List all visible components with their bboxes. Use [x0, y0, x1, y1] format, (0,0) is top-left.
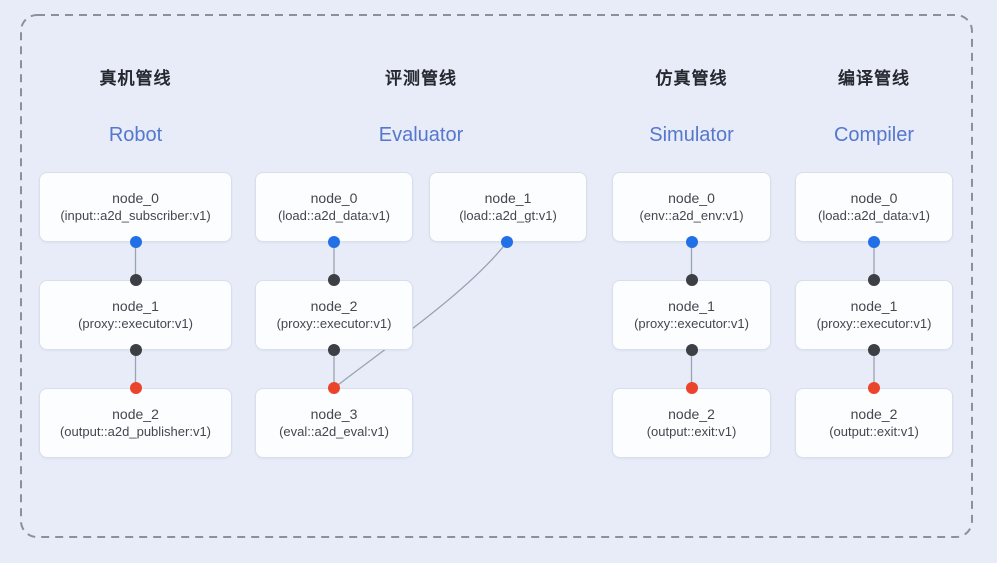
node-title: node_0 [310, 189, 358, 206]
pipeline-title-zh: 编译管线 [838, 69, 910, 88]
node-title: node_2 [668, 405, 715, 422]
node-subtitle: (proxy::executor:v1) [276, 316, 392, 332]
node-subtitle: (load::a2d_gt:v1) [459, 208, 557, 224]
node-title: node_2 [112, 405, 159, 422]
node-subtitle: (load::a2d_data:v1) [277, 208, 391, 224]
pipeline-title-en: Simulator [649, 124, 734, 146]
port-blue-icon [501, 236, 513, 248]
robot-node-0: node_0 (input::a2d_subscriber:v1) [39, 172, 232, 242]
node-title: node_2 [850, 405, 898, 422]
port-black-icon [328, 344, 340, 356]
compiler-node-0: node_0 (load::a2d_data:v1) [795, 172, 953, 242]
node-title: node_2 [310, 297, 358, 314]
evaluator-node-3: node_3 (eval::a2d_eval:v1) [255, 388, 413, 458]
port-black-icon [129, 274, 142, 286]
pipeline-title-en: Evaluator [378, 124, 464, 146]
node-subtitle: (eval::a2d_eval:v1) [279, 424, 389, 440]
simulator-node-2: node_2 (output::exit:v1) [612, 388, 771, 458]
pipeline-title-zh: 评测管线 [385, 69, 457, 88]
port-red-icon [328, 382, 340, 394]
node-subtitle: (output::exit:v1) [646, 424, 737, 440]
node-title: node_0 [668, 189, 715, 206]
port-blue-icon [129, 236, 142, 248]
node-title: node_0 [850, 189, 898, 206]
node-subtitle: (input::a2d_subscriber:v1) [60, 208, 211, 224]
node-subtitle: (load::a2d_data:v1) [817, 208, 931, 224]
simulator-node-1: node_1 (proxy::executor:v1) [612, 280, 771, 350]
evaluator-node-1: node_1 (load::a2d_gt:v1) [429, 172, 587, 242]
port-blue-icon [868, 236, 880, 248]
node-title: node_1 [850, 297, 898, 314]
port-blue-icon [328, 236, 340, 248]
port-black-icon [868, 344, 880, 356]
edge-curve [333, 241, 508, 389]
node-subtitle: (proxy::executor:v1) [816, 316, 932, 332]
port-black-icon [685, 274, 698, 286]
evaluator-node-0: node_0 (load::a2d_data:v1) [255, 172, 413, 242]
node-subtitle: (env::a2d_env:v1) [639, 208, 744, 224]
node-subtitle: (proxy::executor:v1) [634, 316, 749, 332]
node-title: node_3 [310, 405, 358, 422]
port-black-icon [129, 344, 142, 356]
evaluator-node-2: node_2 (proxy::executor:v1) [255, 280, 413, 350]
simulator-node-0: node_0 (env::a2d_env:v1) [612, 172, 771, 242]
port-red-icon [129, 382, 142, 394]
pipeline-title-zh: 真机管线 [99, 69, 172, 88]
node-title: node_1 [668, 297, 715, 314]
node-title: node_0 [112, 189, 159, 206]
compiler-node-2: node_2 (output::exit:v1) [795, 388, 953, 458]
port-red-icon [868, 382, 880, 394]
port-black-icon [685, 344, 698, 356]
port-black-icon [868, 274, 880, 286]
pipeline-title-en: Compiler [833, 124, 915, 146]
dashed-border [20, 14, 973, 538]
node-subtitle: (output::a2d_publisher:v1) [59, 424, 212, 440]
port-blue-icon [685, 236, 698, 248]
port-red-icon [685, 382, 698, 394]
port-black-icon [328, 274, 340, 286]
pipeline-title-en: Robot [108, 124, 163, 146]
node-subtitle: (output::exit:v1) [829, 424, 919, 440]
pipeline-title-zh: 仿真管线 [655, 69, 728, 88]
node-title: node_1 [112, 297, 159, 314]
robot-node-1: node_1 (proxy::executor:v1) [39, 280, 232, 350]
compiler-node-1: node_1 (proxy::executor:v1) [795, 280, 953, 350]
robot-node-2: node_2 (output::a2d_publisher:v1) [39, 388, 232, 458]
node-subtitle: (proxy::executor:v1) [78, 316, 193, 332]
node-title: node_1 [484, 189, 532, 206]
